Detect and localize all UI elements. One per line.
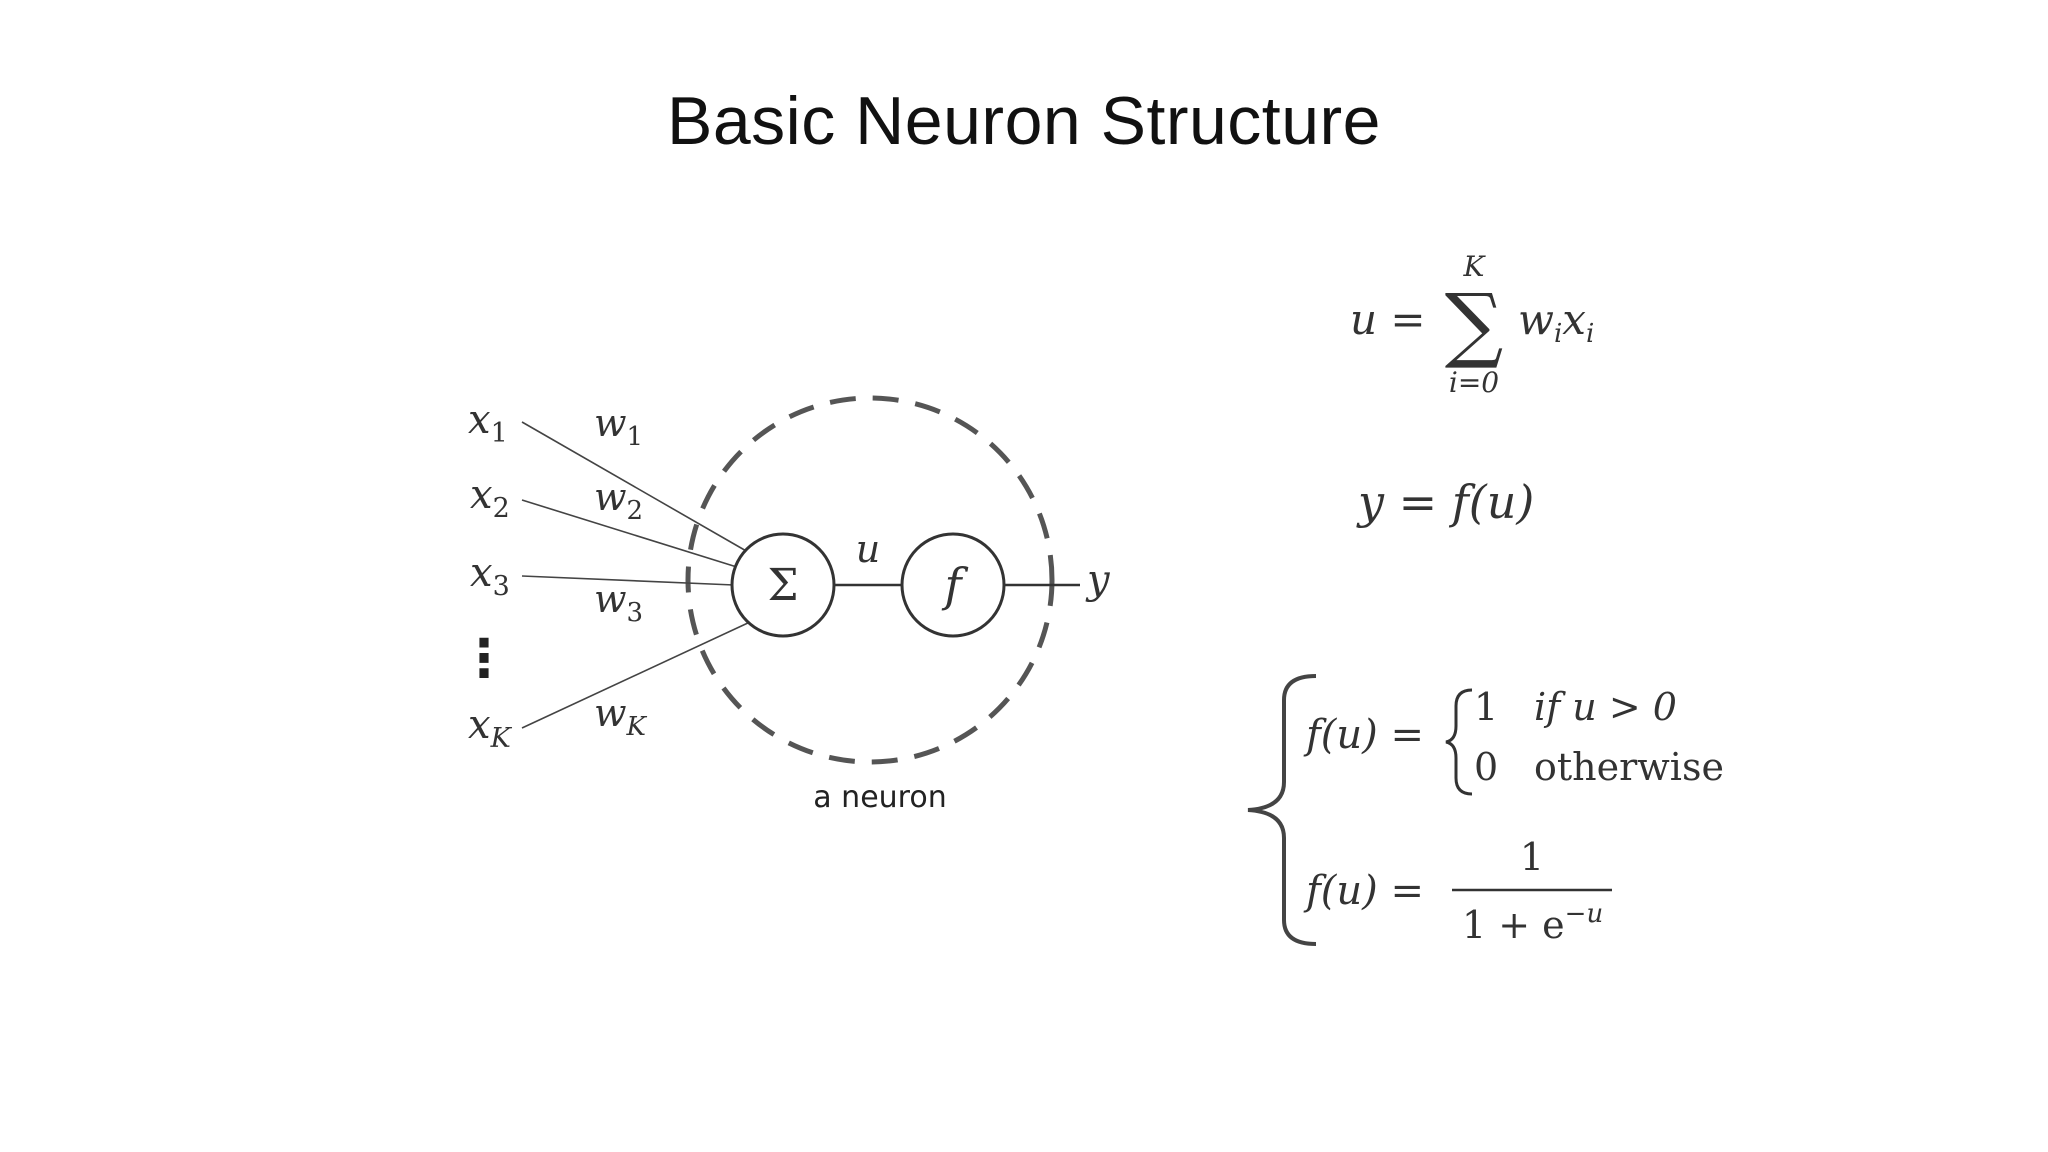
- sum-equation-lhs: u =: [1350, 295, 1426, 344]
- input-line-1: [521, 421, 749, 553]
- step-case2-condition: otherwise: [1534, 745, 1724, 789]
- step-case2-value: 0: [1474, 745, 1498, 789]
- sum-equation-symbol: ∑: [1445, 277, 1504, 372]
- neuron-boundary: [685, 395, 1055, 765]
- output-y-label: y: [1085, 557, 1111, 603]
- neuron-caption: a neuron: [813, 780, 946, 815]
- output-equation: y = f(u): [1356, 475, 1534, 529]
- slide-title: Basic Neuron Structure: [667, 83, 1381, 159]
- weight-label-wk: wK: [594, 691, 648, 742]
- sigmoid-denominator: 1 + e−u: [1462, 899, 1603, 947]
- input-label-x1: x1: [468, 397, 508, 449]
- step-function-lhs: f(u) =: [1303, 712, 1424, 758]
- step-case1-condition: if u > 0: [1534, 685, 1677, 729]
- sigmoid-numerator: 1: [1520, 835, 1544, 879]
- input-line-k: [521, 621, 751, 729]
- sigmoid-function-lhs: f(u) =: [1303, 868, 1424, 914]
- weight-label-w1: w1: [594, 401, 643, 452]
- input-label-x3: x3: [470, 550, 510, 602]
- activation-options-brace: [1247, 674, 1317, 946]
- sum-upper-limit: K: [1463, 250, 1487, 283]
- weight-label-w3: w3: [594, 577, 643, 628]
- sum-lower-limit: i=0: [1449, 366, 1499, 399]
- step-function-brace: [1445, 688, 1473, 796]
- summation-symbol: Σ: [767, 560, 798, 611]
- intermediate-u-label: u: [856, 527, 880, 571]
- sum-equation-term: wixi: [1518, 295, 1594, 349]
- input-line-2: [521, 499, 741, 569]
- input-label-xk: xK: [468, 702, 513, 754]
- input-line-3: [521, 575, 735, 586]
- input-label-x2: x2: [470, 472, 510, 524]
- weight-label-w2: w2: [594, 475, 643, 526]
- input-ellipsis: ⋮: [458, 629, 510, 689]
- step-case1-value: 1: [1474, 685, 1498, 729]
